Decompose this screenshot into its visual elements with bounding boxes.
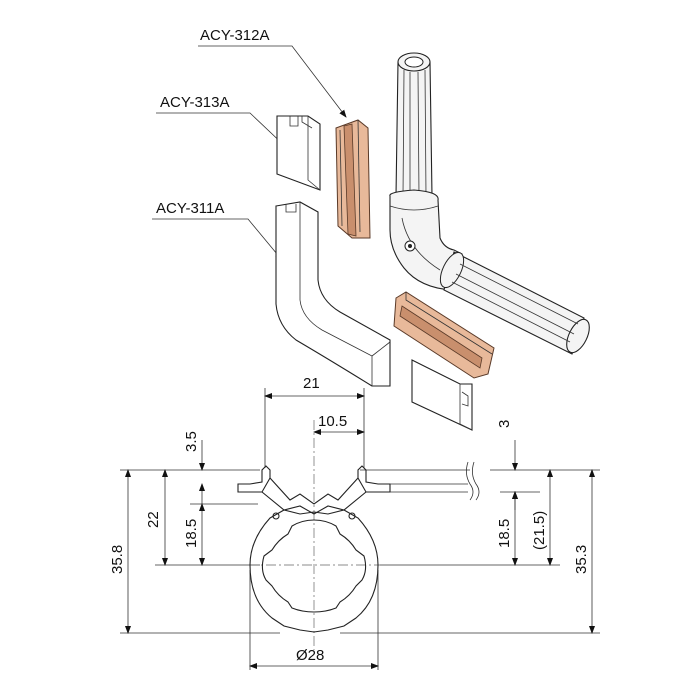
dim-35-8-text: 35.8 (109, 545, 126, 574)
dim-10-5-text: 10.5 (318, 413, 347, 430)
dim-35-3-text: 35.3 (573, 545, 590, 574)
dim-18-5-right-text: 18.5 (496, 519, 513, 548)
horizontal-tube (439, 251, 590, 355)
dim-21: 21 (264, 375, 365, 399)
dim-35-3: 35.3 (573, 469, 595, 634)
dim-35-8: 35.8 (109, 469, 131, 634)
dim-diameter-28: Ø28 (249, 647, 379, 669)
dim-3: 3 (496, 420, 518, 510)
dim-diameter-28-text: Ø28 (296, 647, 324, 664)
dim-18-5-left-text: 18.5 (183, 519, 200, 548)
dim-18-5-left: 18.5 (183, 503, 205, 566)
dim-10-5: 10.5 (313, 413, 365, 435)
center-lines (230, 420, 395, 650)
leader-acy-311a (152, 218, 283, 261)
dim-21-5: (21.5) (531, 469, 553, 566)
end-cap-straight (411, 359, 473, 431)
label-acy-313a: ACY-313A (160, 94, 230, 111)
dim-18-5-right: 18.5 (496, 491, 518, 566)
leader-acy-312a (198, 45, 347, 118)
dim-3-text: 3 (496, 420, 513, 428)
copper-strip-acy-312a (335, 119, 371, 239)
dim-22-text: 22 (145, 511, 162, 528)
dim-3-5-text: 3.5 (183, 431, 200, 452)
copper-strip-straight (393, 291, 495, 379)
label-acy-311a: ACY-311A (156, 200, 224, 217)
dim-21-text: 21 (303, 375, 320, 392)
profile-cross-section (237, 465, 391, 633)
dim-22: 22 (145, 469, 168, 566)
leader-acy-313a (156, 112, 290, 151)
end-cap-acy-313a (276, 115, 321, 191)
strip-break (390, 461, 480, 501)
dim-3-5: 3.5 (183, 431, 205, 504)
label-acy-312a: ACY-312A (200, 27, 270, 44)
dim-21-5-text: (21.5) (531, 511, 548, 550)
corner-cover-acy-311a (275, 201, 391, 387)
vertical-tube (395, 52, 433, 197)
